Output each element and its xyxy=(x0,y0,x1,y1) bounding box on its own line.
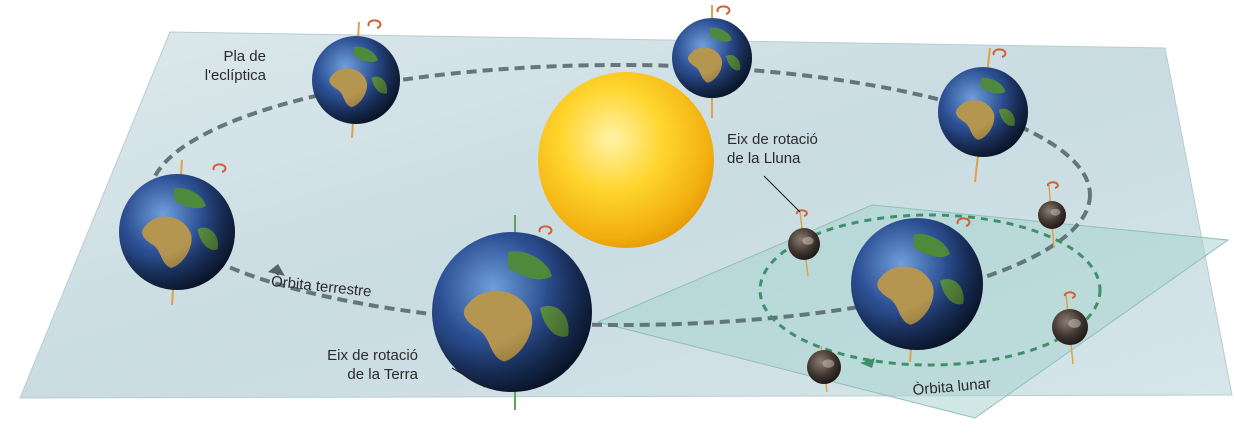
earth-axis-label-line2: de la Terra xyxy=(347,366,418,383)
moon-bottom xyxy=(807,345,841,393)
earth-axis-label-line1: Eix de rotació xyxy=(327,347,418,364)
moon-axis-label-line1: Eix de rotació xyxy=(727,131,818,148)
moon-axis-label: Eix de rotació de la Lluna xyxy=(727,130,818,168)
rotation-arrow-icons xyxy=(212,5,1076,299)
earth-left xyxy=(119,159,235,306)
ecliptic-plane-label: Pla de l'eclíptica xyxy=(150,47,266,85)
ecliptic-plane-label-line2: l'eclíptica xyxy=(204,67,266,84)
earth-top-left xyxy=(312,21,400,139)
earth-lunar-center xyxy=(851,217,983,363)
moon-axis-label-line2: de la Lluna xyxy=(727,150,801,167)
earth-top-right xyxy=(938,47,1028,183)
earth-orbit-arrow xyxy=(268,264,285,276)
lunar-orbit-arrow xyxy=(860,358,875,368)
moon-axis-leader xyxy=(763,175,801,213)
moon-left xyxy=(788,211,820,277)
earth-axis-leader xyxy=(451,367,486,388)
lunar-orbit-path xyxy=(758,213,1102,367)
moon-top-right xyxy=(1038,184,1066,249)
earth-orbit-path xyxy=(148,63,1092,327)
ecliptic-plane-label-line1: Pla de xyxy=(223,48,266,65)
earth-axis-label: Eix de rotació de la Terra xyxy=(290,346,418,384)
moon-right xyxy=(1052,293,1088,365)
earth-top-center xyxy=(672,5,752,118)
earth-front xyxy=(432,215,592,410)
sun xyxy=(538,72,714,248)
